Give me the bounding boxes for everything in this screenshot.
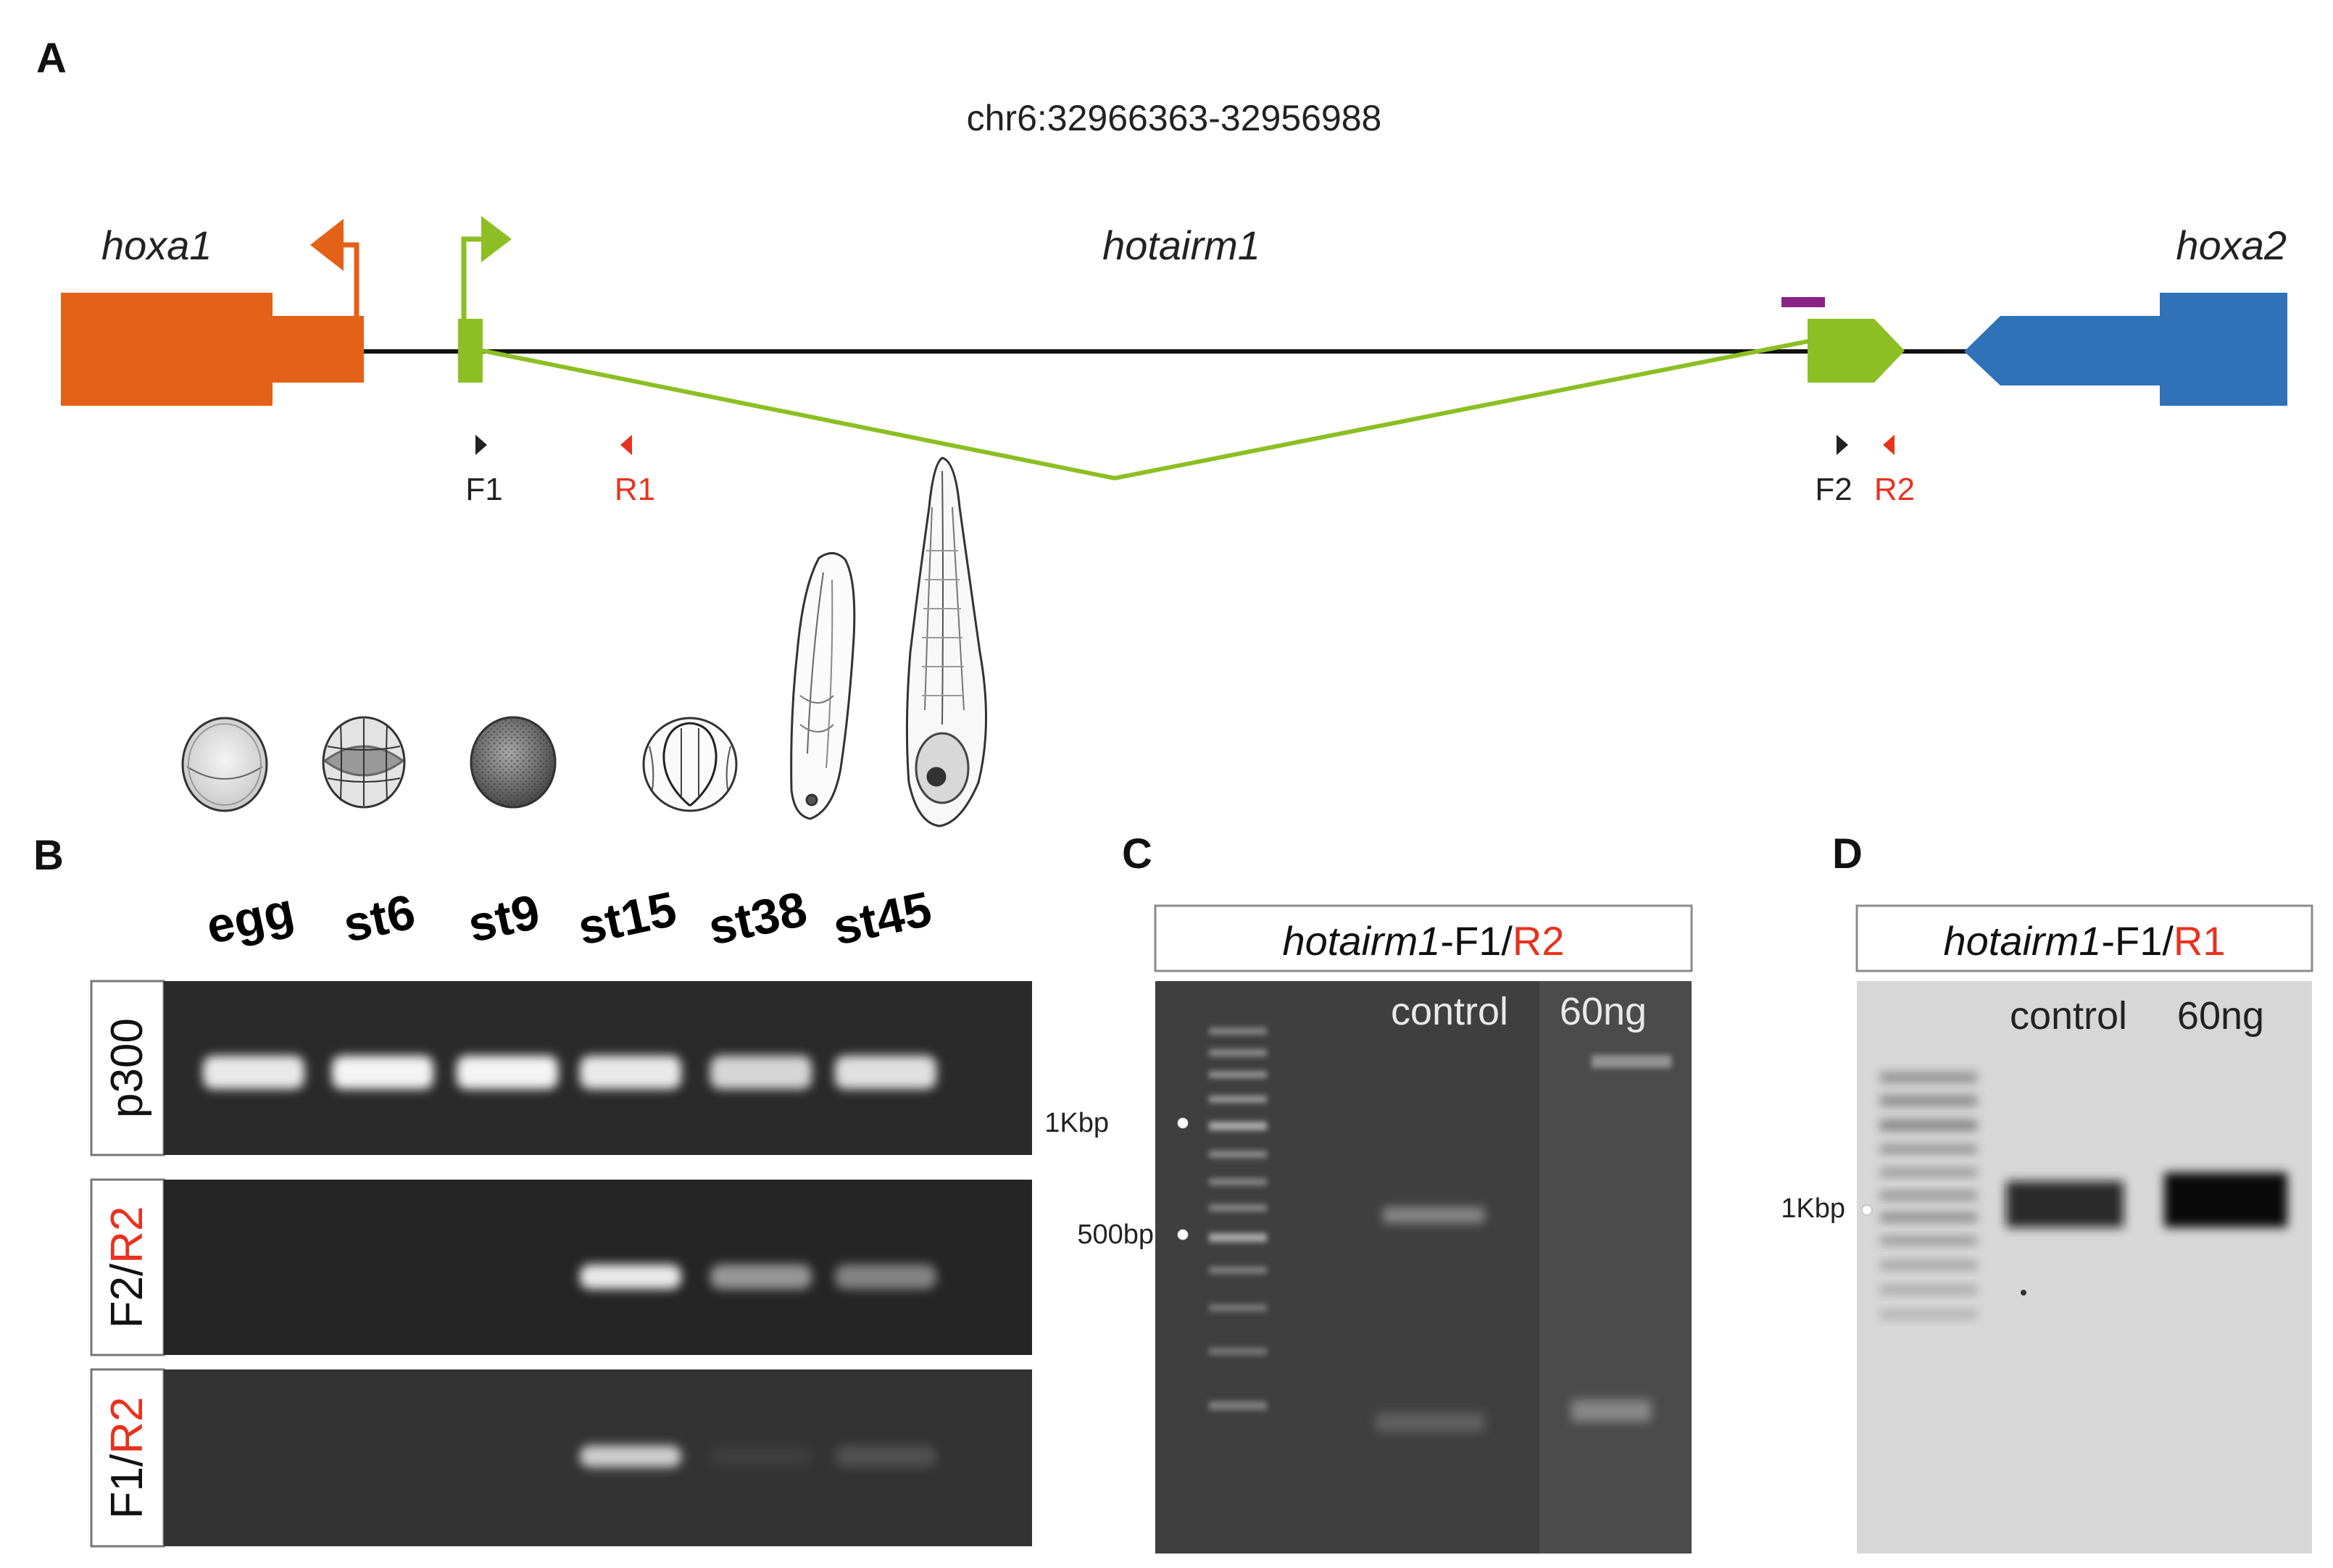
primer-f2: F2 <box>1815 435 1852 507</box>
hoxa1-gene <box>61 219 364 406</box>
gene-label-hoxa2: hoxa2 <box>2176 222 2287 268</box>
gene-label-hoxa1: hoxa1 <box>101 222 212 268</box>
stage-label-st38: st38 <box>704 881 812 956</box>
gel-band-row2-st38 <box>710 1264 812 1289</box>
hotairm1-gene <box>458 216 1905 481</box>
svg-text:R1: R1 <box>615 472 655 507</box>
gel-band-row1-egg <box>203 1056 304 1089</box>
forward-primer-icon <box>475 435 487 455</box>
gel-row-1-label: p300 <box>102 1018 152 1118</box>
svg-text:R2: R2 <box>1874 472 1915 507</box>
genomic-coordinates: chr6:32966363-32956988 <box>967 98 1382 138</box>
embryo-illustrations <box>181 456 987 827</box>
panel-d-title-box <box>1855 904 2313 972</box>
st9-embryo-illustration <box>470 716 557 809</box>
panel-c: C hotairm1-F1/R2 control 60ng 1Kbp <box>1044 830 1693 1554</box>
gel-row-2-bands <box>580 1264 936 1289</box>
panel-a-letter: A <box>36 35 67 82</box>
hoxa1-arrow-icon <box>310 219 344 271</box>
gel-d-control-band <box>2006 1181 2124 1227</box>
gel-row-2-label-box <box>90 1178 165 1356</box>
reverse-primer-icon <box>1883 435 1895 455</box>
gel-row-3-bands <box>580 1446 936 1467</box>
gel-d-lane-60ng: 60ng <box>2177 994 2264 1038</box>
panel-b-letter: B <box>33 832 64 879</box>
stage-label-st15: st15 <box>573 881 681 956</box>
gene-label-hotairm1: hotairm1 <box>1102 222 1260 268</box>
gel-band-row2-st15 <box>580 1264 681 1289</box>
gel-c-control-faint-band <box>1376 1413 1484 1432</box>
st45-embryo-illustration <box>905 456 987 827</box>
panel-c-letter: C <box>1122 830 1152 877</box>
st15-embryo-illustration <box>642 717 738 812</box>
gel-row-3-label-box <box>90 1368 165 1548</box>
primer-f1: F1 <box>465 435 503 507</box>
ladder-d-bands <box>1880 1072 1977 1319</box>
gel-d-lane-control: control <box>2010 994 2127 1038</box>
panel-c-title-box <box>1154 904 1693 972</box>
hoxa2-gene <box>1964 293 2287 406</box>
gel-row-3-label: F1/R2 <box>102 1397 152 1519</box>
gel-band-row3-st38 <box>710 1446 812 1467</box>
marker-500bp: 500bp <box>1077 1219 1154 1250</box>
hotairm1-exon2 <box>1808 319 1905 383</box>
gel-c-60ng-band <box>1571 1400 1651 1422</box>
gel-band-row1-st9 <box>457 1056 558 1089</box>
gel-c-60ng-well-band <box>1592 1055 1671 1068</box>
gel-row-1-bands <box>203 1056 936 1089</box>
gel-band-row3-st15 <box>580 1446 681 1467</box>
marker-d-1kbp: 1Kbp <box>1781 1193 1845 1224</box>
panel-c-title: hotairm1-F1/R2 <box>1282 918 1564 964</box>
forward-primer-icon <box>1837 435 1848 455</box>
gel-c-lane-control: control <box>1391 990 1508 1033</box>
primer-r1: R1 <box>615 435 655 507</box>
probe-marker <box>1781 297 1825 307</box>
primer-r2: R2 <box>1874 435 1915 507</box>
egg-embryo-illustration <box>181 717 268 812</box>
gel-band-row3-st45 <box>835 1446 936 1467</box>
ladder-bands <box>1209 1027 1267 1410</box>
gel-band-row1-st45 <box>835 1056 936 1089</box>
gel-band-row2-st45 <box>835 1264 936 1289</box>
gel-row-1-label-box <box>90 980 165 1156</box>
stage-label-st45: st45 <box>828 881 936 956</box>
svg-text:F2: F2 <box>1815 472 1852 507</box>
gel-d-60ng-band <box>2164 1172 2287 1227</box>
panel-d-letter: D <box>1832 830 1863 877</box>
gel-d-speck <box>2021 1290 2026 1296</box>
gel-band-row1-st38 <box>710 1056 812 1089</box>
hotairm1-exon1 <box>458 319 483 383</box>
gel-c-lane-60ng: 60ng <box>1560 990 1647 1033</box>
gel-band-row1-st6 <box>332 1056 433 1089</box>
panel-d: D hotairm1-F1/R1 control 60ng 1Kbp <box>1781 830 2313 1554</box>
gel-c-60ng-lane-region <box>1539 981 1692 1554</box>
panel-d-title: hotairm1-F1/R1 <box>1943 918 2225 964</box>
stage-label-st9: st9 <box>463 884 544 953</box>
gel-row-2-label: F2/R2 <box>102 1206 152 1329</box>
st6-embryo-illustration <box>322 716 406 809</box>
st38-embryo-illustration <box>790 552 856 820</box>
splice-junction-line <box>482 338 1813 481</box>
marker-dot-1kbp <box>1177 1117 1189 1129</box>
marker-1kbp: 1Kbp <box>1044 1108 1109 1138</box>
hotairm1-arrow-icon <box>481 216 512 262</box>
panel-a: A chr6:32966363-32956988 hoxa1 hotairm1 … <box>36 35 2287 507</box>
gel-band-row1-st15 <box>580 1056 681 1089</box>
stage-label-st6: st6 <box>338 884 420 953</box>
gel-c-control-band <box>1383 1207 1484 1223</box>
marker-dot-d-1kbp <box>1861 1204 1873 1216</box>
marker-dot-500bp <box>1177 1229 1189 1240</box>
stage-label-egg: egg <box>201 883 299 954</box>
reverse-primer-icon <box>620 435 632 455</box>
svg-text:F1: F1 <box>465 472 502 507</box>
